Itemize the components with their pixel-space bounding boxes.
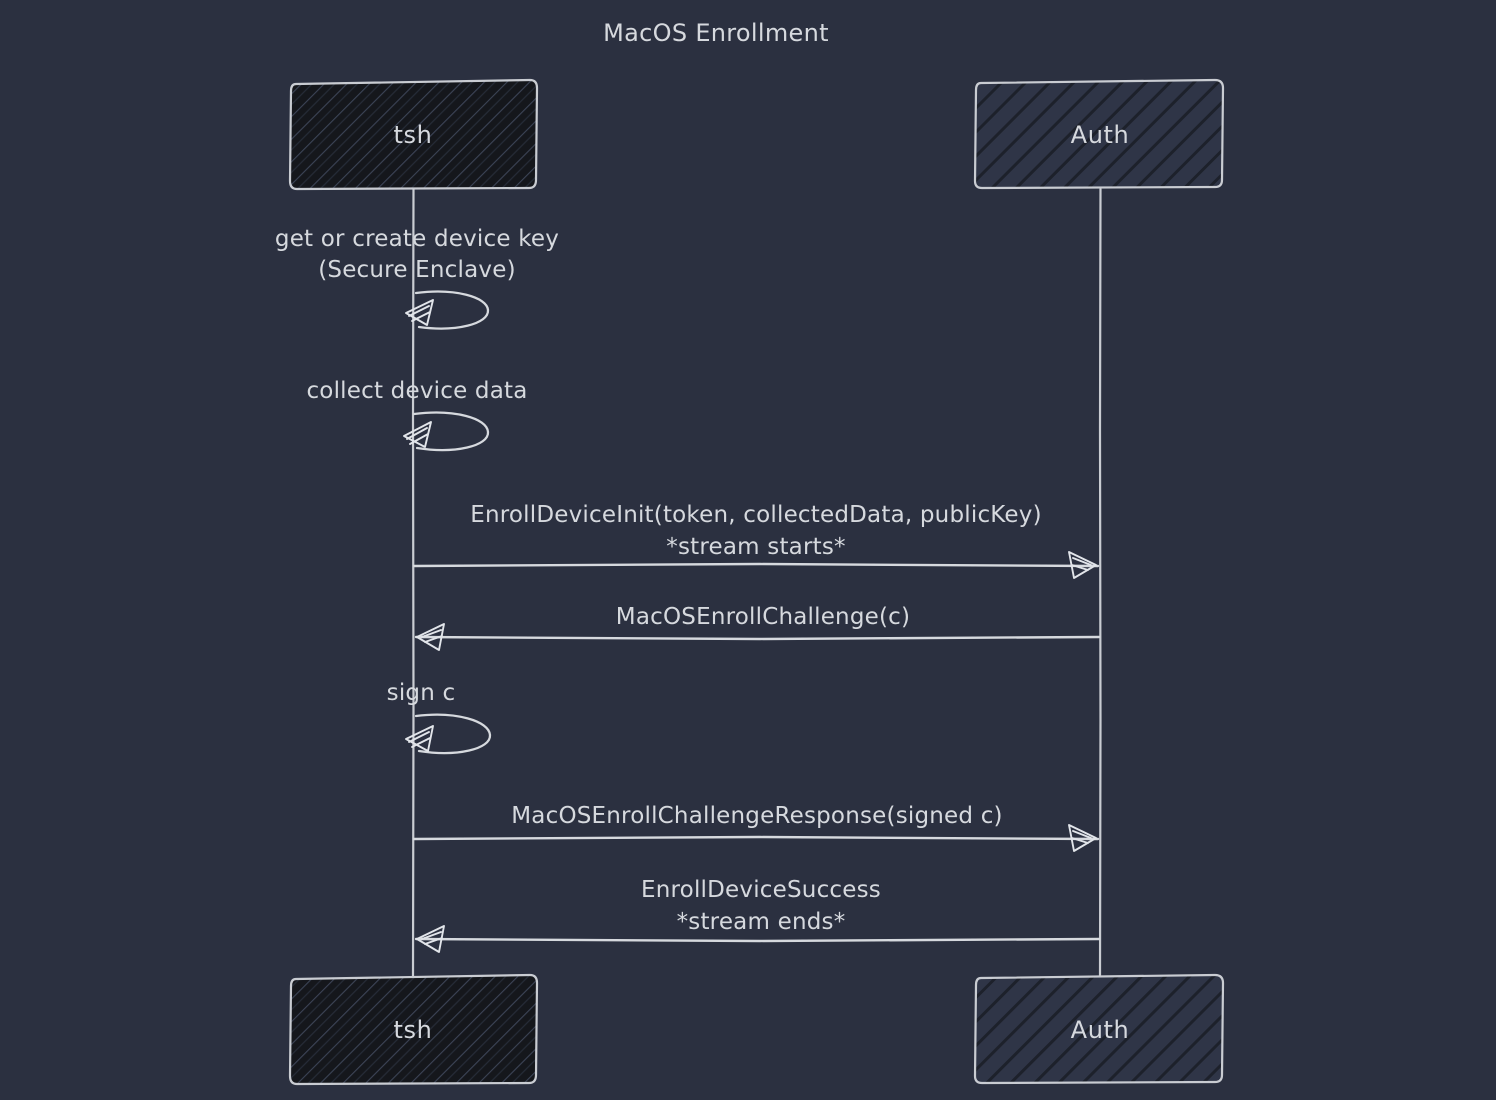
message-5-arrowhead <box>405 725 434 752</box>
message-7-line <box>414 937 1101 943</box>
message-2-arrowhead <box>403 421 432 448</box>
message-3-enroll-device-init[interactable]: EnrollDeviceInit(token, collectedData, p… <box>412 502 1100 579</box>
message-6-arrowhead <box>1068 824 1097 852</box>
message-3-label-line-2: *stream starts* <box>666 534 845 560</box>
message-1-loop-arc <box>414 290 490 330</box>
diagram-title: MacOS Enrollment <box>603 19 829 47</box>
message-6-label: MacOSEnrollChallengeResponse(signed c) <box>511 803 1002 829</box>
actor-box-shape <box>288 78 539 191</box>
message-5-loop-arc <box>414 713 492 755</box>
message-3-label-line-1: EnrollDeviceInit(token, collectedData, p… <box>470 502 1042 528</box>
message-4-label: MacOSEnrollChallenge(c) <box>616 604 910 630</box>
actor-box-auth-top[interactable]: Auth <box>973 78 1225 190</box>
message-2-self-collect-device-data[interactable]: collect device data <box>306 378 527 452</box>
message-7-label-line-2: *stream ends* <box>677 909 846 935</box>
actor-box-shape <box>973 78 1225 190</box>
lifeline-auth <box>1098 187 1102 980</box>
message-7-label-line-1: EnrollDeviceSuccess <box>641 877 881 903</box>
message-4-macos-enroll-challenge[interactable]: MacOSEnrollChallenge(c) <box>414 604 1101 651</box>
actor-box-auth-bottom[interactable]: Auth <box>973 973 1225 1085</box>
message-3-arrowhead <box>1068 551 1097 579</box>
actor-label-tsh-bottom: tsh <box>394 1016 433 1044</box>
lifeline-tsh <box>411 187 415 980</box>
message-5-label: sign c <box>387 680 456 706</box>
message-3-line <box>412 562 1100 568</box>
actor-box-shape <box>288 973 539 1086</box>
message-4-arrowhead <box>416 623 445 651</box>
message-1-arrowhead <box>405 299 434 326</box>
actor-label-auth-bottom: Auth <box>1071 1016 1130 1044</box>
message-2-label: collect device data <box>306 378 527 404</box>
message-6-line <box>412 835 1100 841</box>
actor-box-tsh-top[interactable]: tsh <box>288 78 539 191</box>
message-1-label-line-2: (Secure Enclave) <box>318 257 516 283</box>
message-7-arrowhead <box>416 925 445 953</box>
message-5-self-sign-c[interactable]: sign c <box>387 680 492 755</box>
actor-box-shape <box>973 973 1225 1085</box>
actor-box-tsh-bottom[interactable]: tsh <box>288 973 539 1086</box>
message-2-loop-arc <box>412 411 490 452</box>
actor-label-auth-top: Auth <box>1071 121 1130 149</box>
message-1-self-get-or-create-device-key[interactable]: get or create device key (Secure Enclave… <box>275 226 559 330</box>
message-7-enroll-device-success[interactable]: EnrollDeviceSuccess *stream ends* <box>414 877 1101 953</box>
message-6-macos-enroll-challenge-response[interactable]: MacOSEnrollChallengeResponse(signed c) <box>412 803 1100 852</box>
actor-label-tsh-top: tsh <box>394 121 433 149</box>
message-1-label-line-1: get or create device key <box>275 226 559 252</box>
message-4-line <box>414 635 1101 641</box>
